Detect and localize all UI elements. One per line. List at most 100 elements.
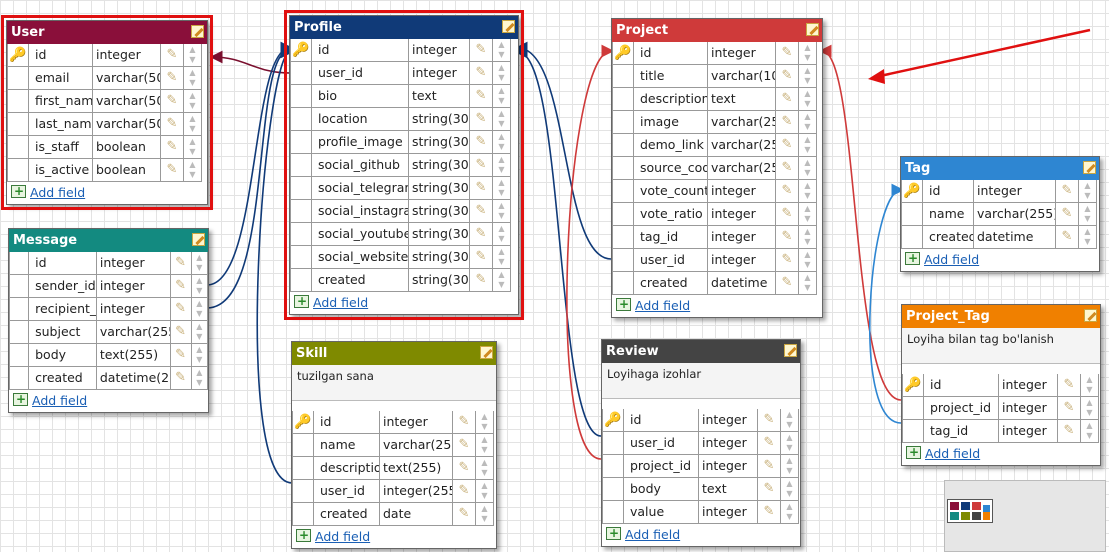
field-type[interactable]: integer [708, 42, 776, 65]
field-name[interactable]: project_id [924, 397, 999, 420]
pencil-icon[interactable]: ✎ [470, 85, 493, 108]
pencil-icon[interactable]: ✎ [1056, 203, 1079, 226]
edit-table-icon[interactable] [784, 344, 797, 357]
table-user[interactable]: User🔑idinteger✎▲▼emailvarchar(50)✎▲▼firs… [1, 15, 213, 210]
field-type[interactable]: varchar(255) [96, 321, 171, 344]
field-name[interactable]: location [312, 108, 409, 131]
field-name[interactable]: description [634, 88, 708, 111]
pencil-icon[interactable]: ✎ [453, 411, 476, 434]
move-arrows-icon[interactable]: ▲▼ [493, 85, 511, 108]
field-name[interactable]: created [312, 269, 409, 292]
field-type[interactable]: boolean [93, 136, 161, 159]
field-name[interactable]: vote_ratio [634, 203, 708, 226]
field-type[interactable]: integer [708, 203, 776, 226]
pencil-icon[interactable]: ✎ [170, 252, 192, 275]
edit-table-icon[interactable] [1084, 309, 1097, 322]
move-arrows-icon[interactable]: ▲▼ [476, 411, 494, 434]
field-type[interactable]: date [380, 503, 453, 526]
edit-table-icon[interactable] [192, 233, 205, 246]
move-arrows-icon[interactable]: ▲▼ [476, 503, 494, 526]
pencil-icon[interactable]: ✎ [776, 180, 799, 203]
field-name[interactable]: source_code [634, 157, 708, 180]
pencil-icon[interactable]: ✎ [776, 226, 799, 249]
field-name[interactable]: vote_count [634, 180, 708, 203]
field-name[interactable]: id [312, 39, 409, 62]
field-row[interactable]: social_instagramstring(300)✎▲▼ [290, 200, 518, 223]
move-arrows-icon[interactable]: ▲▼ [799, 111, 817, 134]
pencil-icon[interactable]: ✎ [758, 432, 781, 455]
field-name[interactable]: created [314, 503, 380, 526]
pencil-icon[interactable]: ✎ [170, 275, 192, 298]
field-name[interactable]: last_name [29, 113, 93, 136]
field-type[interactable]: varchar(50) [93, 67, 161, 90]
field-name[interactable]: email [29, 67, 93, 90]
move-arrows-icon[interactable]: ▲▼ [184, 136, 202, 159]
pencil-icon[interactable]: ✎ [758, 409, 781, 432]
field-name[interactable]: tag_id [924, 420, 999, 443]
field-name[interactable]: created [634, 272, 708, 295]
field-type[interactable]: varchar(100) [708, 65, 776, 88]
pencil-icon[interactable]: ✎ [758, 501, 781, 524]
pencil-icon[interactable]: ✎ [453, 434, 476, 457]
field-name[interactable]: social_github [312, 154, 409, 177]
field-name[interactable]: id [29, 44, 93, 67]
pencil-icon[interactable]: ✎ [470, 131, 493, 154]
add-field-link[interactable]: Add field [313, 295, 369, 310]
field-type[interactable]: varchar(255) [974, 203, 1056, 226]
field-type[interactable]: varchar(255) [380, 434, 453, 457]
edit-table-icon[interactable] [806, 23, 819, 36]
field-type[interactable]: string(300) [409, 269, 470, 292]
pencil-icon[interactable]: ✎ [161, 113, 184, 136]
move-arrows-icon[interactable]: ▲▼ [184, 90, 202, 113]
field-name[interactable]: name [314, 434, 380, 457]
field-type[interactable]: integer [699, 501, 758, 524]
field-name[interactable]: user_id [312, 62, 409, 85]
add-field-icon[interactable] [905, 247, 920, 269]
field-type[interactable]: text(255) [380, 457, 453, 480]
move-arrows-icon[interactable]: ▲▼ [184, 159, 202, 182]
move-arrows-icon[interactable]: ▲▼ [799, 226, 817, 249]
field-type[interactable]: text [699, 478, 758, 501]
field-row[interactable]: source_codevarchar(255)✎▲▼ [612, 157, 822, 180]
field-type[interactable]: string(300) [409, 246, 470, 269]
move-arrows-icon[interactable]: ▲▼ [799, 249, 817, 272]
field-name[interactable]: id [29, 252, 97, 275]
move-arrows-icon[interactable]: ▲▼ [493, 177, 511, 200]
field-name[interactable]: id [314, 411, 380, 434]
move-arrows-icon[interactable]: ▲▼ [493, 62, 511, 85]
field-name[interactable]: tag_id [634, 226, 708, 249]
field-name[interactable]: user_id [314, 480, 380, 503]
field-type[interactable]: integer [96, 298, 171, 321]
field-type[interactable]: integer [999, 420, 1058, 443]
table-header[interactable]: Profile [290, 16, 518, 39]
pencil-icon[interactable]: ✎ [1058, 397, 1081, 420]
add-field-link[interactable]: Add field [625, 527, 681, 542]
move-arrows-icon[interactable]: ▲▼ [184, 67, 202, 90]
move-arrows-icon[interactable]: ▲▼ [493, 269, 511, 292]
pencil-icon[interactable]: ✎ [1056, 226, 1079, 249]
move-arrows-icon[interactable]: ▲▼ [493, 39, 511, 62]
add-field-icon[interactable] [11, 180, 26, 202]
add-field-icon[interactable] [606, 522, 621, 544]
move-arrows-icon[interactable]: ▲▼ [476, 480, 494, 503]
field-name[interactable]: recipient_id [29, 298, 97, 321]
field-type[interactable]: integer [409, 39, 470, 62]
pencil-icon[interactable]: ✎ [161, 67, 184, 90]
field-type[interactable]: varchar(50) [93, 90, 161, 113]
field-type[interactable]: boolean [93, 159, 161, 182]
field-name[interactable]: id [923, 180, 974, 203]
pencil-icon[interactable]: ✎ [1058, 374, 1081, 397]
field-type[interactable]: text(255) [96, 344, 171, 367]
